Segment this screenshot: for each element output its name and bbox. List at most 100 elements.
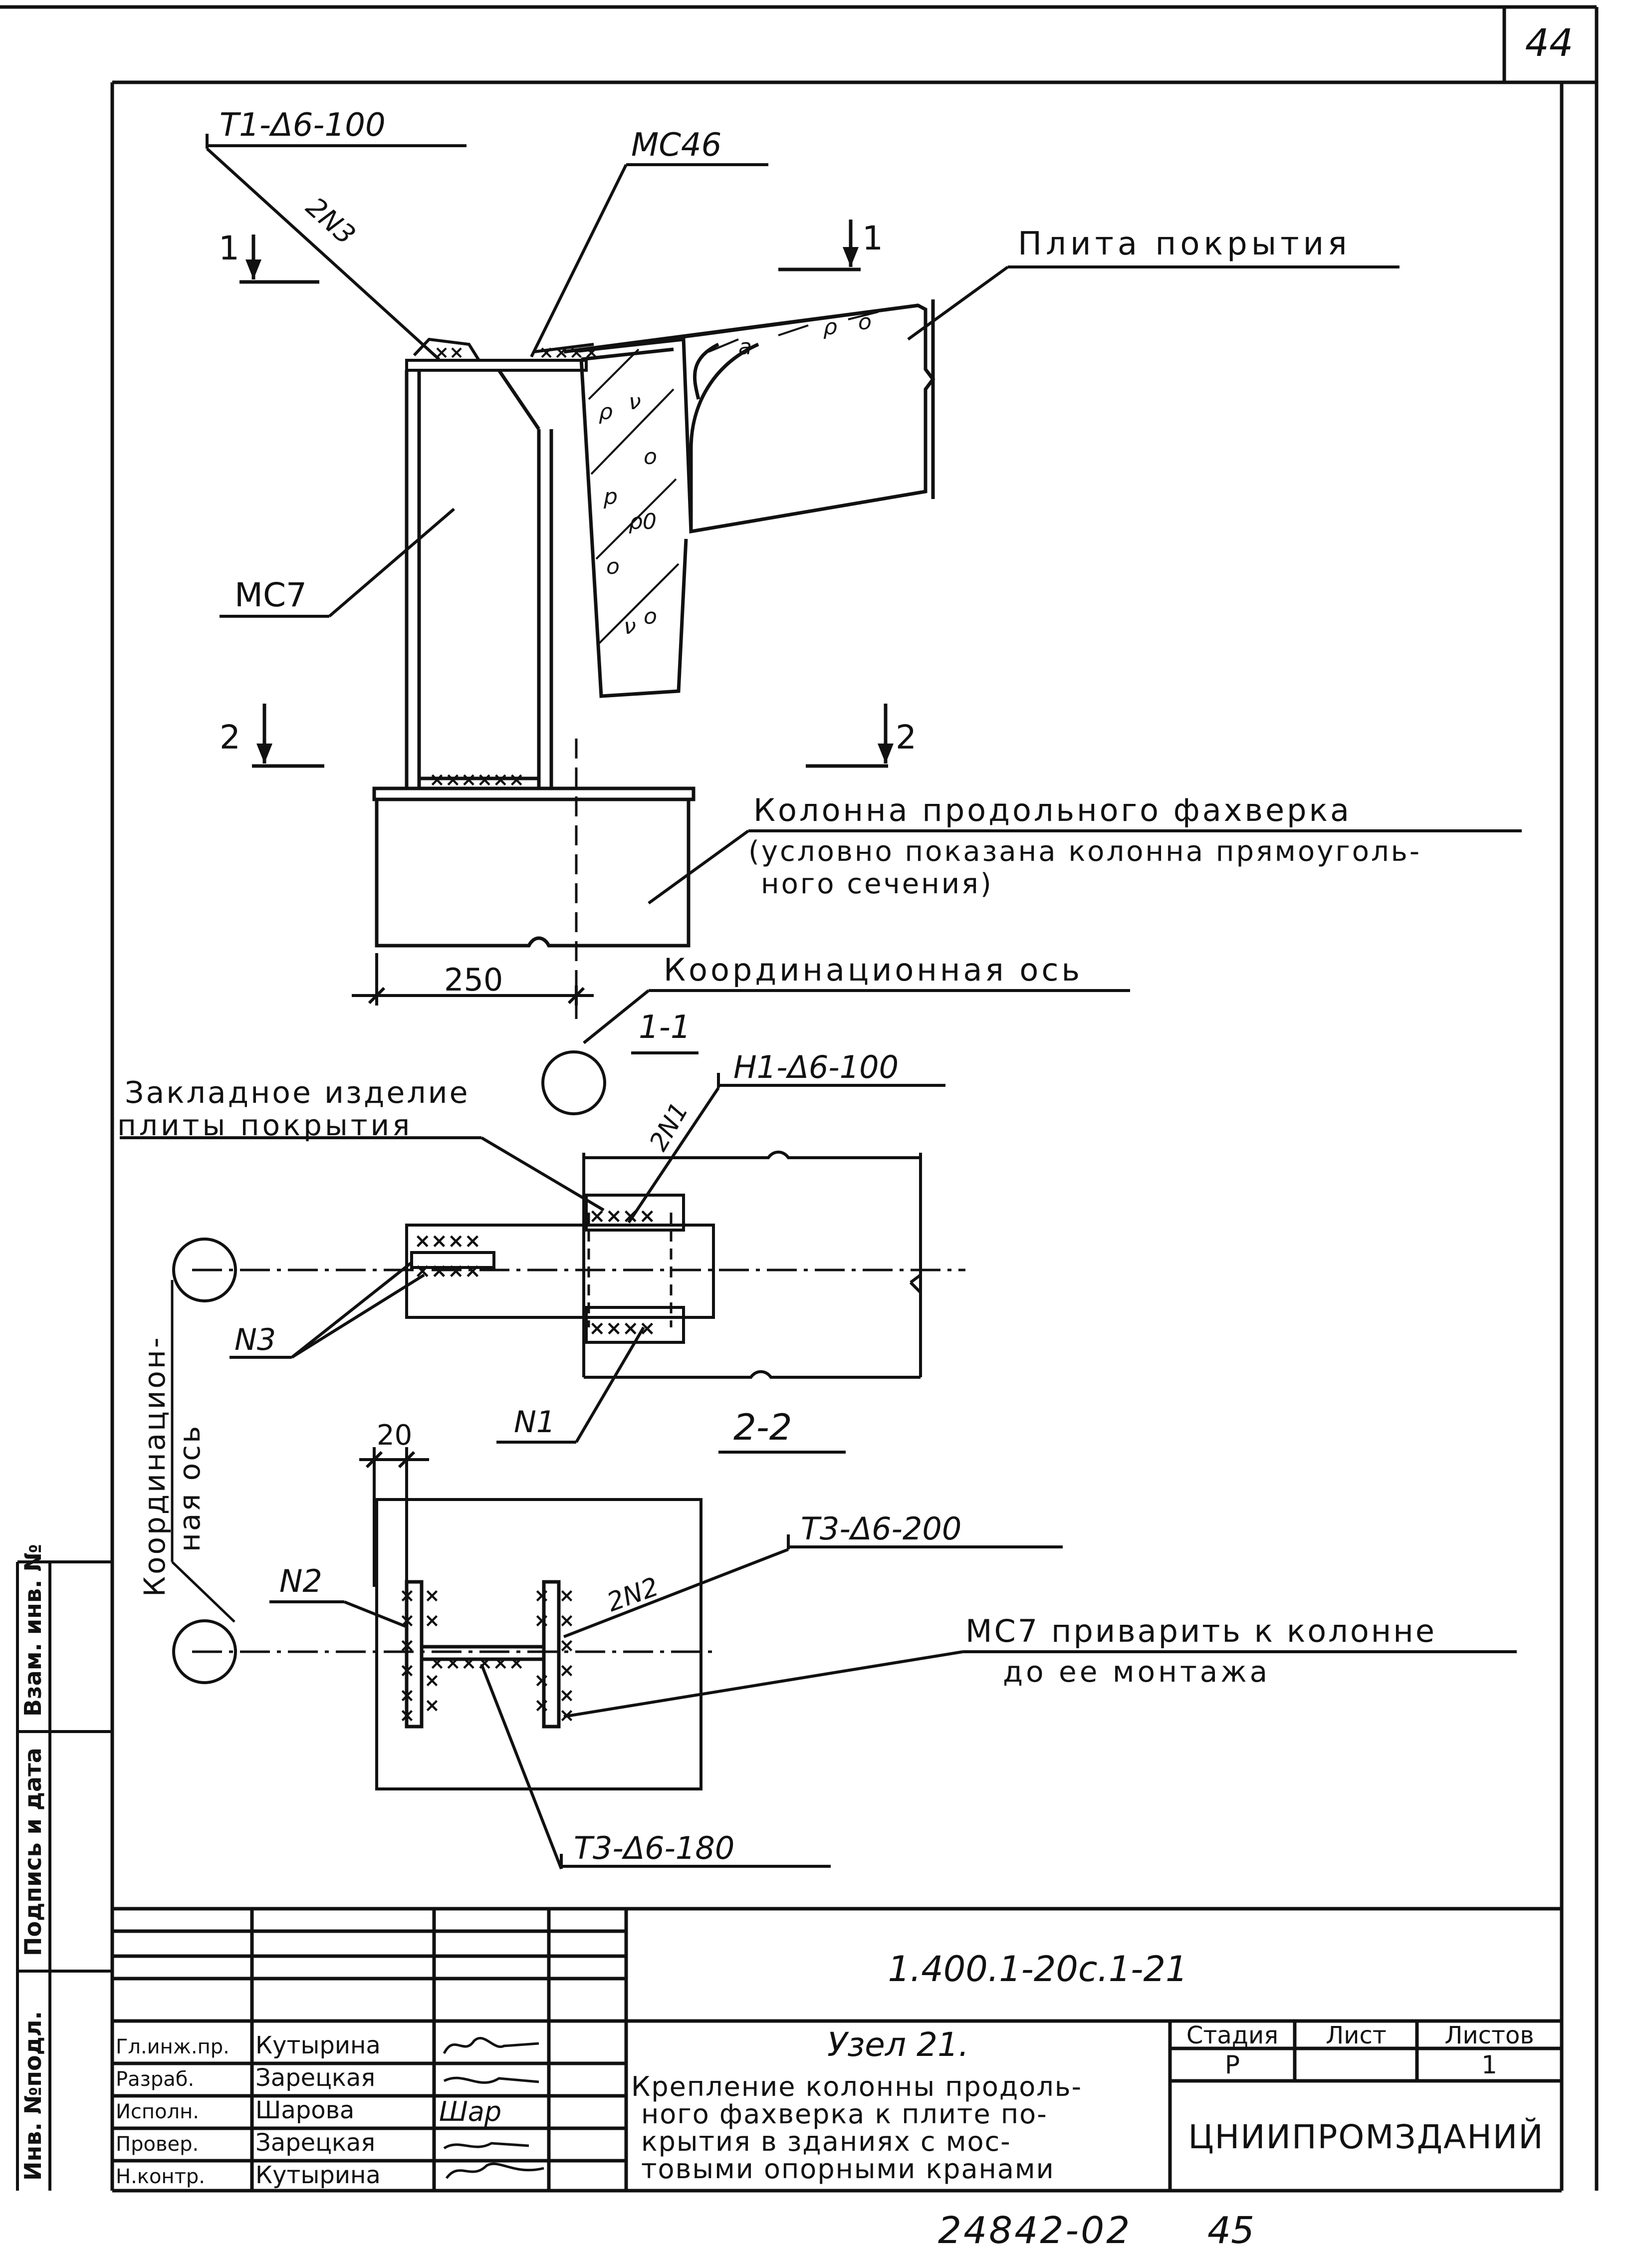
- svg-text:o: o: [606, 554, 620, 579]
- role-2: Исполн.: [116, 2100, 199, 2123]
- svg-text:×: ×: [434, 342, 449, 363]
- signature-rows: Гл.инж.пр. Разраб. Исполн. Провер. Н.кон…: [116, 2031, 544, 2189]
- label-axis-1: Координацион-: [138, 1335, 172, 1597]
- role-4: Н.контр.: [116, 2165, 205, 2188]
- section-1-1-title: 1-1: [639, 1009, 691, 1046]
- desc-line-2: ного фахверка к плите по-: [641, 2098, 1048, 2130]
- role-0: Гл.инж.пр.: [116, 2035, 230, 2058]
- svg-text:p: p: [603, 484, 618, 509]
- svg-text:××××: ××××: [589, 1317, 656, 1340]
- svg-text:×: ×: [424, 1669, 440, 1691]
- svg-text:ρ: ρ: [599, 399, 613, 425]
- section-2-left: 2: [220, 718, 240, 756]
- label-mc7: МС7: [234, 576, 307, 614]
- doc-code: 1.400.1-20с.1-21: [888, 1949, 1187, 1990]
- svg-text:×: ×: [559, 1659, 575, 1681]
- sheet-header: Лист: [1326, 2021, 1387, 2049]
- desc-line-3: крытия в зданиях с мос-: [641, 2126, 1011, 2157]
- label-coord-axis: Координационная ось: [664, 952, 1083, 988]
- label-column-3: ного сечения): [761, 868, 993, 900]
- dim-250: 250: [444, 962, 503, 998]
- section-1-1: 1-1 Закладное изделие плиты покрытия Н1-…: [117, 1009, 965, 1597]
- svg-text:o: o: [644, 604, 657, 629]
- bottom-code: 24842-02: [938, 2209, 1132, 2252]
- svg-text:××××: ××××: [589, 1205, 656, 1228]
- sheets-value: 1: [1481, 2050, 1497, 2079]
- name-2: Шарова: [255, 2096, 354, 2124]
- label-n1: N1: [514, 1405, 555, 1440]
- section-1-left: 1: [219, 229, 239, 267]
- svg-text:ν: ν: [629, 389, 641, 415]
- desc-line-1: Крепление колонны продоль-: [631, 2071, 1082, 2102]
- signature-3: Шар: [439, 2096, 501, 2127]
- label-t1: Т1-Δ6-100: [220, 107, 386, 144]
- title-block: [112, 1907, 1562, 2191]
- svg-text:ρ0: ρ0: [629, 509, 657, 534]
- svg-text:×: ×: [424, 1694, 440, 1716]
- svg-text:×: ×: [534, 1584, 550, 1606]
- name-0: Кутырина: [255, 2031, 381, 2059]
- svg-text:×: ×: [399, 1609, 415, 1631]
- stage-value: Р: [1225, 2050, 1240, 2079]
- svg-text:o: o: [644, 444, 657, 470]
- elevation-view: Т1-Δ6-100 2N3 МС46 1 1 Плита покрытия: [206, 107, 1522, 1115]
- sheet-frame: [0, 5, 1599, 2193]
- svg-text:××××: ××××: [414, 1230, 481, 1253]
- stamp-sign-date: Подпись и дата: [19, 1748, 46, 1956]
- svg-text:×: ×: [559, 1584, 575, 1606]
- svg-text:ρ: ρ: [823, 314, 837, 340]
- section-2-2: 2-2 20 ××× ××× ×× ×× ×× ×× ××× ×××: [171, 1406, 1517, 1870]
- label-axis-2: ная ось: [173, 1424, 207, 1552]
- side-stamp: [16, 1560, 112, 2191]
- section-2-right: 2: [896, 718, 917, 756]
- svg-text:×: ×: [399, 1659, 415, 1681]
- svg-text:o: o: [858, 309, 872, 335]
- stamp-inv-repl: Взам. инв. №: [19, 1544, 46, 1717]
- dim-20: 20: [377, 1419, 412, 1452]
- bottom-page: 45: [1207, 2209, 1254, 2252]
- label-embed-2: плиты покрытия: [117, 1108, 413, 1142]
- desc-line-4: товыми опорными кранами: [641, 2153, 1055, 2185]
- role-1: Разраб.: [116, 2068, 194, 2091]
- svg-text:×: ×: [399, 1704, 415, 1726]
- svg-text:a: a: [738, 334, 752, 360]
- svg-text:××××: ××××: [539, 342, 599, 363]
- section-2-2-title: 2-2: [733, 1406, 792, 1448]
- section-1-right: 1: [862, 219, 883, 257]
- svg-text:×: ×: [424, 1584, 440, 1606]
- svg-text:×: ×: [559, 1609, 575, 1631]
- label-2n1: 2N1: [644, 1098, 694, 1156]
- svg-text:×: ×: [534, 1609, 550, 1631]
- node-title: Узел 21.: [827, 2025, 969, 2064]
- svg-text:ν: ν: [624, 614, 636, 639]
- signature-marks: [443, 2036, 544, 2179]
- svg-text:×: ×: [534, 1669, 550, 1691]
- name-1: Зарецкая: [255, 2064, 375, 2092]
- label-mc46: МС46: [631, 127, 721, 164]
- label-n2: N2: [279, 1563, 322, 1599]
- svg-text:××××××: ××××××: [429, 1652, 524, 1674]
- label-column-2: (условно показана колонна прямоуголь-: [748, 835, 1421, 868]
- label-h1: Н1-Δ6-100: [733, 1049, 899, 1085]
- svg-text:×: ×: [449, 342, 464, 363]
- role-3: Провер.: [116, 2133, 199, 2156]
- stage-header: Стадия: [1186, 2021, 1278, 2049]
- svg-text:×: ×: [559, 1684, 575, 1706]
- svg-text:×: ×: [424, 1609, 440, 1631]
- svg-text:×: ×: [534, 1694, 550, 1716]
- svg-text:×: ×: [399, 1684, 415, 1706]
- name-3: Зарецкая: [255, 2129, 375, 2157]
- label-column-1: Колонна продольного фахверка: [753, 792, 1352, 828]
- note-mc7-2: до ее монтажа: [1003, 1655, 1270, 1689]
- org-name: ЦНИИПРОМЗДАНИЙ: [1188, 2117, 1544, 2156]
- note-mc7-1: МС7 приварить к колонне: [965, 1613, 1436, 1649]
- label-t3-200: Т3-Δ6-200: [801, 1511, 961, 1547]
- sheets-header: Листов: [1444, 2021, 1534, 2049]
- label-embed-1: Закладное изделие: [125, 1075, 470, 1110]
- name-4: Кутырина: [255, 2161, 381, 2189]
- page-number: 44: [1525, 20, 1574, 65]
- label-n3: N3: [234, 1322, 276, 1357]
- svg-text:×: ×: [399, 1584, 415, 1606]
- stamp-inv-orig: Инв. №подл.: [19, 2011, 46, 2181]
